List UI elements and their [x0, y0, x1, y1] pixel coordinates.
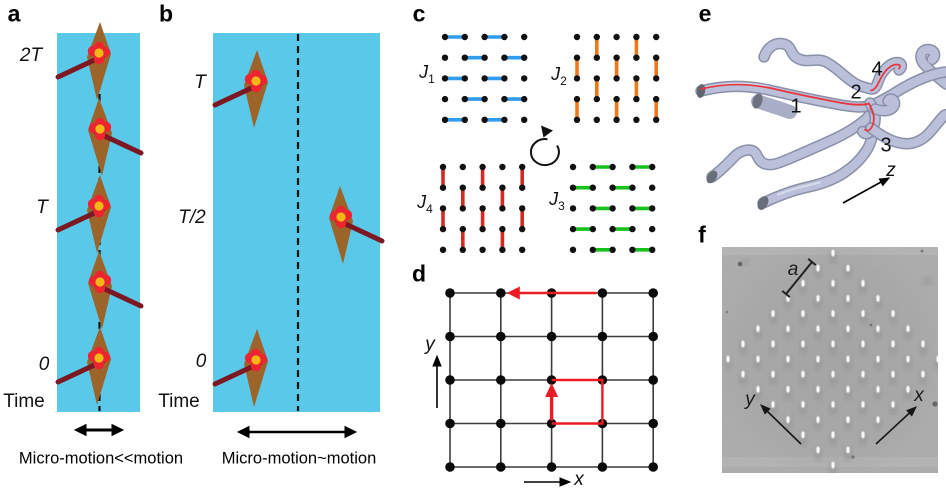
time-tick-T: T [36, 197, 48, 218]
wide-double-arrow-icon [236, 425, 358, 439]
lattice-J2 [573, 33, 660, 124]
lattice-J3 [569, 163, 656, 253]
ion-crystal-micrograph [722, 247, 938, 473]
raman-beam-path [700, 83, 870, 106]
j4-subscript: 4 [426, 201, 433, 216]
panel-b-label: b [158, 0, 174, 27]
caption-a: Micro-motion<<motion [18, 449, 184, 468]
electrode-2-label: 2 [850, 81, 862, 104]
lattice-constant-bar [781, 258, 817, 298]
j3-subscript: 3 [558, 198, 565, 213]
lattice-J1 [441, 33, 528, 124]
time-axis-label: Time [158, 391, 200, 412]
electrode-1-label: 1 [790, 95, 802, 118]
caption-b: Micro-motion~motion [221, 449, 377, 468]
f-x-axis-label: x [914, 385, 924, 406]
time-tick-2T: 2T [19, 45, 43, 66]
x-axis-arrow-icon [524, 477, 572, 487]
time-tick-T: T [194, 72, 206, 93]
panel-c-label: c [412, 0, 426, 27]
z-axis-arrow-icon [842, 177, 891, 204]
j4-symbol: J [417, 192, 427, 213]
d-x-axis-label: x [574, 469, 584, 490]
j2-symbol: J [551, 64, 561, 85]
panel-a-graphics [57, 22, 141, 437]
j3-symbol: J [549, 189, 559, 210]
d-axes [432, 354, 572, 487]
cycle-arrow-icon [529, 125, 560, 167]
electrode-render [695, 37, 946, 210]
time-tick-0: 0 [38, 354, 50, 375]
panel-e-label: e [698, 0, 712, 27]
time-tick-T2: T/2 [178, 207, 206, 228]
f-y-axis-arrow-icon [760, 404, 802, 445]
electrode-3-label: 3 [880, 134, 892, 157]
panel-f-label: f [698, 221, 706, 248]
d-y-axis-label: y [425, 334, 435, 355]
f-x-axis-arrow-icon [875, 406, 918, 445]
panel-d-label: d [411, 260, 427, 287]
y-axis-arrow-icon [432, 354, 442, 408]
time-axis-label: Time [3, 391, 45, 412]
electrode-4-label: 4 [871, 58, 883, 81]
coupling-j3-label: J3 [549, 189, 565, 213]
coupling-j2-label: J2 [551, 64, 567, 88]
j2-subscript: 2 [560, 73, 567, 88]
coupling-j4-label: J4 [417, 192, 433, 216]
time-tick-0: 0 [195, 351, 207, 372]
lattice-constant-label: a [787, 259, 799, 280]
square-lattice [445, 286, 658, 472]
z-axis-label: z [886, 160, 896, 181]
panel-a-label: a [7, 0, 21, 27]
lattice-J4 [439, 163, 526, 253]
coupling-j1-label: J1 [419, 62, 435, 86]
trap-region-b [213, 33, 380, 412]
j1-subscript: 1 [428, 71, 435, 86]
coupling-lattices [439, 33, 660, 253]
f-y-axis-label: y [745, 389, 755, 410]
j1-symbol: J [419, 62, 429, 83]
small-double-arrow-icon [73, 423, 125, 437]
panel-b-graphics [213, 33, 382, 439]
